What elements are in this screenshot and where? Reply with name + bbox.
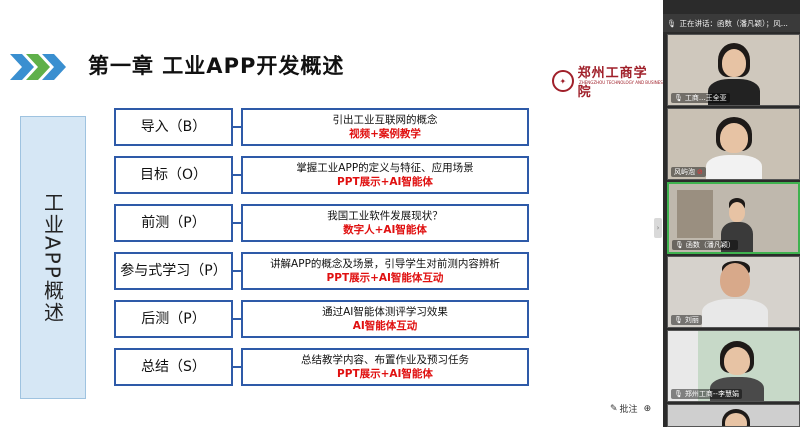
step-detail: 引出工业互联网的概念 视频+案例教学	[241, 108, 529, 146]
speaking-indicator: 🎙 正在讲话：函数（潘凡颖）；风...	[663, 14, 800, 32]
video-tile[interactable]: 风屿泡 ⊘	[667, 108, 800, 180]
step-label: 目标（O）	[114, 156, 233, 194]
video-tile[interactable]	[667, 404, 800, 427]
annotate-label: 批注	[619, 405, 638, 415]
connector-line	[233, 318, 241, 320]
step-description: 我国工业软件发展现状？	[327, 209, 443, 222]
step-label: 后测（P）	[114, 300, 233, 338]
zoom-icon[interactable]: ⊕	[643, 403, 652, 414]
side-label: 工业APP概述	[40, 191, 65, 324]
step-label: 前测（P）	[114, 204, 233, 242]
step-method: PPT展示+AI智能体互动	[326, 272, 444, 284]
connector-line	[233, 366, 241, 368]
seal-icon: ✦	[552, 70, 574, 92]
step-description: 总结教学内容、布置作业及预习任务	[301, 353, 469, 366]
step-method: PPT展示+AI智能体	[337, 176, 433, 188]
video-tile-active-speaker[interactable]: 🎙 函数（潘凡颖）	[667, 182, 800, 254]
side-label-panel: 工业APP概述	[20, 116, 86, 399]
video-tile[interactable]: 🎙 郑州工商--李慧娟	[667, 330, 800, 402]
university-logo: ✦ 郑州工商学院 ZHENGZHOU TECHNOLOGY AND BUSINE…	[552, 62, 690, 100]
mic-muted-icon: ⊘	[697, 168, 703, 176]
video-panel: 🎙 正在讲话：函数（潘凡颖）；风... 🎙 工商...王全亚 风屿泡 ⊘	[663, 0, 800, 427]
connector-line	[233, 270, 241, 272]
participant-name: 🎙 函数（潘凡颖）	[672, 240, 738, 250]
step-method: 视频+案例教学	[349, 128, 421, 140]
slide-title: 第一章 工业APP开发概述	[88, 54, 345, 78]
slide-toolbar: ✎ 批注 ⊕	[610, 402, 652, 416]
step-label: 参与式学习（P）	[114, 252, 233, 290]
participant-name: 🎙 工商...王全亚	[671, 93, 730, 103]
step-detail: 掌握工业APP的定义与特征、应用场景 PPT展示+AI智能体	[241, 156, 529, 194]
step-detail: 讲解APP的概念及场景，引导学生对前测内容辨析 PPT展示+AI智能体互动	[241, 252, 529, 290]
chevron-decoration-icon	[10, 54, 66, 80]
step-description: 讲解APP的概念及场景，引导学生对前测内容辨析	[270, 257, 500, 270]
connector-line	[233, 222, 241, 224]
pen-icon: ✎	[610, 403, 618, 414]
step-description: 通过AI智能体测评学习效果	[322, 305, 448, 318]
mic-icon: 🎙	[667, 18, 677, 28]
step-method: AI智能体互动	[352, 320, 418, 332]
step-label: 导入（B）	[114, 108, 233, 146]
participant-name: 🎙 刘丽	[671, 315, 702, 325]
video-tile[interactable]: 🎙 刘丽	[667, 256, 800, 328]
participant-name: 🎙 郑州工商--李慧娟	[671, 389, 742, 399]
mic-icon: 🎙	[674, 94, 683, 102]
step-method: PPT展示+AI智能体	[337, 368, 433, 380]
connector-line	[233, 174, 241, 176]
step-label: 总结（S）	[114, 348, 233, 386]
annotate-button[interactable]: ✎ 批注	[610, 402, 638, 416]
step-detail: 总结教学内容、布置作业及预习任务 PPT展示+AI智能体	[241, 348, 529, 386]
video-tile[interactable]: 🎙 工商...王全亚	[667, 34, 800, 106]
step-detail: 通过AI智能体测评学习效果 AI智能体互动	[241, 300, 529, 338]
mic-icon: 🎙	[674, 316, 683, 324]
step-description: 引出工业互联网的概念	[332, 113, 438, 126]
speaking-text: 正在讲话：函数（潘凡颖）；风...	[679, 18, 788, 28]
participant-name: 风屿泡 ⊘	[671, 167, 706, 177]
connector-line	[233, 126, 241, 128]
step-method: 数字人+AI智能体	[343, 224, 427, 236]
step-description: 掌握工业APP的定义与特征、应用场景	[296, 161, 474, 174]
logo-text: 郑州工商学院	[577, 66, 648, 100]
collapse-panel-handle[interactable]: ›	[654, 218, 662, 238]
shared-slide: 第一章 工业APP开发概述 ✦ 郑州工商学院 ZHENGZHOU TECHNOL…	[10, 54, 691, 416]
mic-icon: 🎙	[674, 390, 683, 398]
logo-subtitle: ZHENGZHOU TECHNOLOGY AND BUSINESS UNIVER…	[579, 80, 691, 85]
step-detail: 我国工业软件发展现状？ 数字人+AI智能体	[241, 204, 529, 242]
mic-icon: 🎙	[675, 241, 684, 249]
